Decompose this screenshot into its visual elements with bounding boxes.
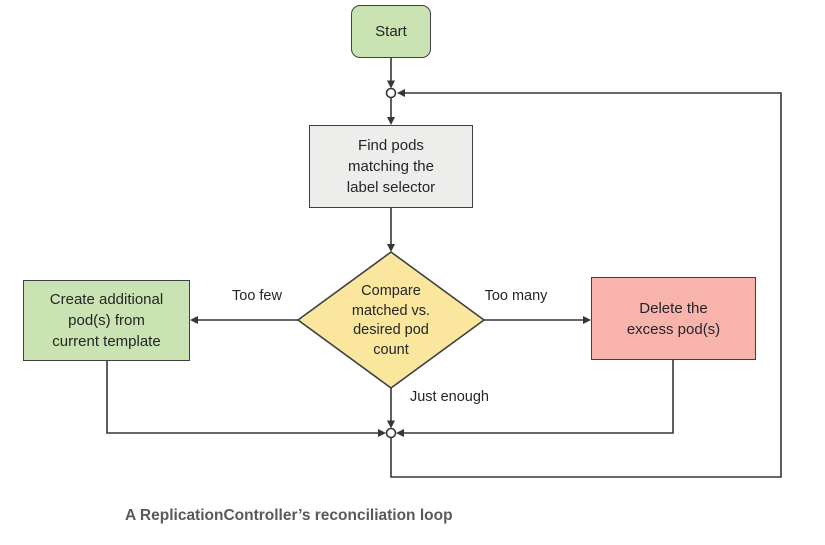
arrowhead-left-icon [396,429,404,437]
edge-delete-pods-to-junction [396,360,674,437]
node-delete-pods: Delete the excess pod(s) [591,277,756,360]
edge-top-junction-to-find-pods [387,97,395,125]
node-create-pods-label: Create additional pod(s) from current te… [49,291,164,350]
node-start-label: Start [375,23,407,40]
edge-loop-return [390,89,782,478]
edge-find-pods-to-compare [387,208,395,252]
arrowhead-right-icon [378,429,386,437]
edge-label-too-many: Too many [484,288,548,304]
node-create-pods: Create additional pod(s) from current te… [23,280,190,361]
figure-caption: A ReplicationController’s reconciliation… [125,507,453,524]
edge-start-to-top-junction [387,58,395,89]
arrowhead-left-icon [190,316,198,324]
node-find-pods-label: Find pods matching the label selector [346,137,436,196]
arrowhead-down-icon [387,117,395,125]
arrowhead-down-icon [387,420,395,429]
edge-create-pods-to-junction [106,361,386,437]
edge-too-many [484,316,591,324]
junction-bottom [385,427,397,439]
edge-label-just-enough: Just enough [409,389,489,405]
edge-label-too-few: Too few [232,288,282,304]
node-compare-label: Compare matched vs. desired pod count [351,283,431,358]
node-find-pods: Find pods matching the label selector [309,125,473,208]
edge-too-few [190,316,298,324]
node-start: Start [351,5,431,58]
junction-top [385,87,397,99]
node-delete-pods-label: Delete the excess pod(s) [626,299,721,338]
edge-just-enough [387,388,395,429]
arrowhead-right-icon [583,316,591,324]
arrowhead-down-icon [387,244,395,252]
arrowhead-down-icon [387,80,395,89]
arrowhead-left-icon [397,89,405,97]
